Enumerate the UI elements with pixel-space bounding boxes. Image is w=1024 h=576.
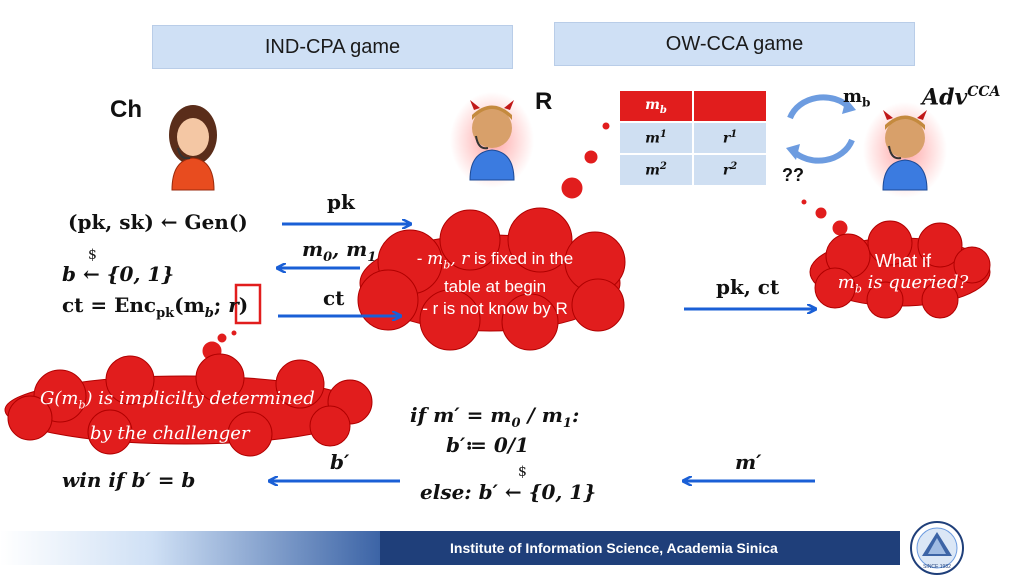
reduction-sample-symbol: $ bbox=[518, 464, 527, 480]
msg-b-prime: b′ bbox=[330, 450, 350, 474]
random-oracle-table: mb m1 r1 m2 r2 bbox=[618, 89, 768, 187]
table-cell: m2 bbox=[618, 153, 694, 187]
msg-ct: ct bbox=[323, 286, 345, 310]
right-cloud-text: What if mb is queried? bbox=[837, 251, 969, 296]
b-sample-formula: b ← {0, 1} bbox=[62, 262, 175, 286]
r-variable: r bbox=[228, 293, 239, 317]
msg-pk: pk bbox=[327, 190, 355, 214]
cycle-arrows-icon bbox=[786, 94, 856, 164]
question-marks: ?? bbox=[782, 165, 804, 185]
institute-logo-icon: SINCE 1982 bbox=[910, 521, 964, 575]
r-highlight-box bbox=[234, 283, 262, 325]
center-cloud-text: - mb, r is fixed in the table at begin -… bbox=[416, 249, 574, 319]
institute-name: Institute of Information Science, Academ… bbox=[450, 540, 778, 556]
reduction-else-line: else: b′ ← {0, 1} bbox=[420, 480, 597, 504]
sample-symbol: $ bbox=[88, 247, 97, 263]
table-cell: m1 bbox=[618, 121, 694, 155]
reduction-label: R bbox=[535, 88, 553, 115]
thought-dots-adv bbox=[800, 198, 849, 237]
msg-pk-ct: pk, ct bbox=[716, 275, 780, 299]
ct-formula: ct = Encpk(mb; r) bbox=[62, 293, 249, 321]
reduction-figure-icon bbox=[450, 92, 534, 188]
challenger-figure-icon bbox=[169, 105, 217, 191]
table-header-r bbox=[692, 89, 768, 123]
ind-cpa-header: IND-CPA game bbox=[152, 25, 513, 69]
msg-m0m1: m0, m1 bbox=[302, 237, 377, 265]
footer-gradient bbox=[0, 531, 380, 565]
thought-dots-r bbox=[560, 121, 611, 200]
adversary-figure-icon bbox=[863, 102, 947, 198]
reduction-assign-line: b′≔ 0/1 bbox=[446, 433, 529, 457]
left-cloud-text: G(mb) is implicilty determined by the ch… bbox=[40, 388, 315, 444]
challenger-label: Ch bbox=[110, 96, 142, 123]
mb-label: mb bbox=[843, 86, 871, 110]
table-cell: r1 bbox=[692, 121, 768, 155]
table-header-m: mb bbox=[618, 89, 694, 123]
gen-formula: (pk, sk) ← Gen() bbox=[68, 210, 248, 234]
logo-caption: SINCE 1982 bbox=[923, 564, 951, 570]
right-cloud bbox=[809, 220, 991, 319]
diagram-canvas bbox=[4, 91, 991, 530]
ow-cca-header: OW-CCA game bbox=[554, 22, 915, 66]
left-cloud bbox=[4, 353, 373, 457]
reduction-if-line: if m′ = m0 / m1: bbox=[410, 403, 580, 431]
table-cell: r2 bbox=[692, 153, 768, 187]
adversary-label: AdvCCA bbox=[922, 84, 1001, 111]
center-cloud bbox=[357, 207, 626, 351]
win-formula: win if b′ = b bbox=[62, 468, 196, 492]
msg-m-prime: m′ bbox=[735, 450, 762, 474]
footer-bar: Institute of Information Science, Academ… bbox=[380, 531, 900, 565]
